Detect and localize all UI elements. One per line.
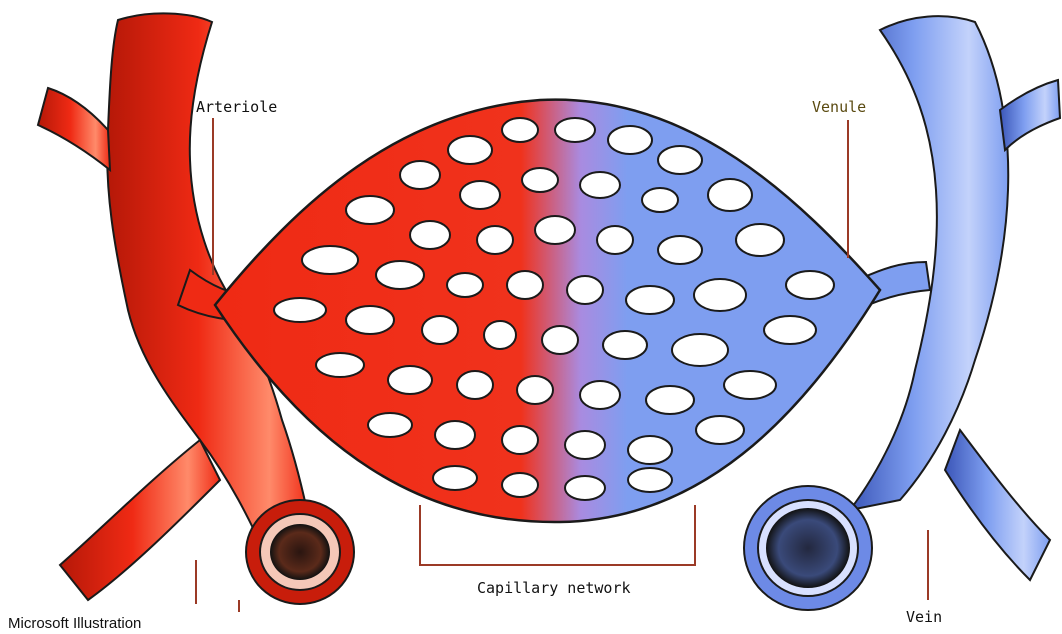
capillary-cell — [460, 181, 500, 209]
vein-lower-branch — [945, 430, 1050, 580]
capillary-cell — [642, 188, 678, 212]
capillary-cell — [708, 179, 752, 211]
capillary-cell — [646, 386, 694, 414]
capillary-cell — [628, 436, 672, 464]
capillary-cell — [502, 426, 538, 454]
capillary-cell — [502, 473, 538, 497]
capillary-cell — [517, 376, 553, 404]
capillary-cell — [603, 331, 647, 359]
capillary-cell — [274, 298, 326, 322]
capillary-cell — [388, 366, 432, 394]
capillary-cell — [422, 316, 458, 344]
capillary-cell — [736, 224, 784, 256]
capillary-network — [215, 100, 880, 522]
capillary-cell — [672, 334, 728, 366]
capillary-cell — [555, 118, 595, 142]
capillary-cell — [457, 371, 493, 399]
capillary-cell — [302, 246, 358, 274]
capillary-cell — [507, 271, 543, 299]
capillary-cell — [410, 221, 450, 249]
capillary-cell — [567, 276, 603, 304]
capillary-cell — [447, 273, 483, 297]
capillary-cell — [628, 468, 672, 492]
capillary-cell — [724, 371, 776, 399]
capillary-cell — [565, 431, 605, 459]
capillary-cell — [346, 306, 394, 334]
capillary-cell — [316, 353, 364, 377]
capillary-cell — [626, 286, 674, 314]
capillary-cell — [435, 421, 475, 449]
capillary-cell — [597, 226, 633, 254]
capillary-network-label: Capillary network — [477, 579, 631, 597]
capillary-cell — [477, 226, 513, 254]
vein-upper-branch — [1000, 80, 1060, 150]
artery-upper-branch — [38, 88, 110, 170]
capillary-cell — [542, 326, 578, 354]
capillary-cell — [608, 126, 652, 154]
capillary-cell — [786, 271, 834, 299]
capillary-cell — [565, 476, 605, 500]
capillary-cell — [764, 316, 816, 344]
capillary-cell — [400, 161, 440, 189]
capillary-cell — [658, 146, 702, 174]
capillary-cell — [580, 172, 620, 198]
capillary-cell — [346, 196, 394, 224]
vein-label: Vein — [906, 608, 942, 626]
venule-label: Venule — [812, 98, 866, 116]
capillary-cell — [376, 261, 424, 289]
capillary-cell — [433, 466, 477, 490]
capillary-cell — [502, 118, 538, 142]
vein-lumen — [766, 508, 850, 588]
capillary-cell — [522, 168, 558, 192]
arteriole-label: Arteriole — [196, 98, 277, 116]
vein-body — [850, 16, 1008, 510]
capillary-cell — [696, 416, 744, 444]
capillary-cell — [694, 279, 746, 311]
capillary-cell — [580, 381, 620, 409]
credit-label: Microsoft Illustration — [8, 615, 141, 632]
capillary-cell — [368, 413, 412, 437]
capillary-cell — [658, 236, 702, 264]
artery-lumen — [270, 524, 330, 580]
capillary-cell — [484, 321, 516, 349]
capillary-cell — [448, 136, 492, 164]
capillary-cell — [535, 216, 575, 244]
